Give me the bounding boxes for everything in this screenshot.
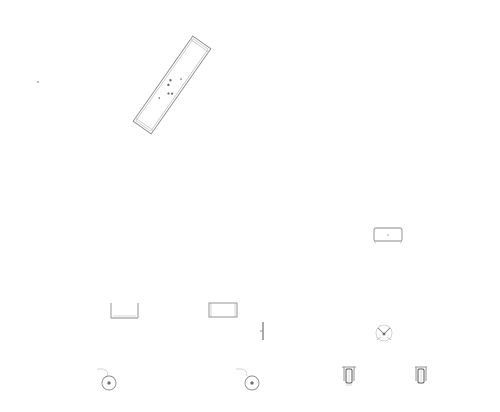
side-bracket-view — [260, 322, 264, 340]
wheel-side-view-left — [97, 368, 117, 391]
wheel-side-view-middle — [236, 368, 260, 391]
caster-detail-view — [375, 324, 393, 342]
stray-mark — [37, 81, 39, 83]
front-elevation-left — [110, 303, 139, 319]
wheel-front-view-far-right — [415, 366, 427, 384]
front-elevation-middle — [208, 302, 238, 318]
wheel-front-view-right — [342, 366, 356, 386]
small-frame-view — [373, 227, 403, 244]
rotated-plan-view — [132, 35, 212, 135]
